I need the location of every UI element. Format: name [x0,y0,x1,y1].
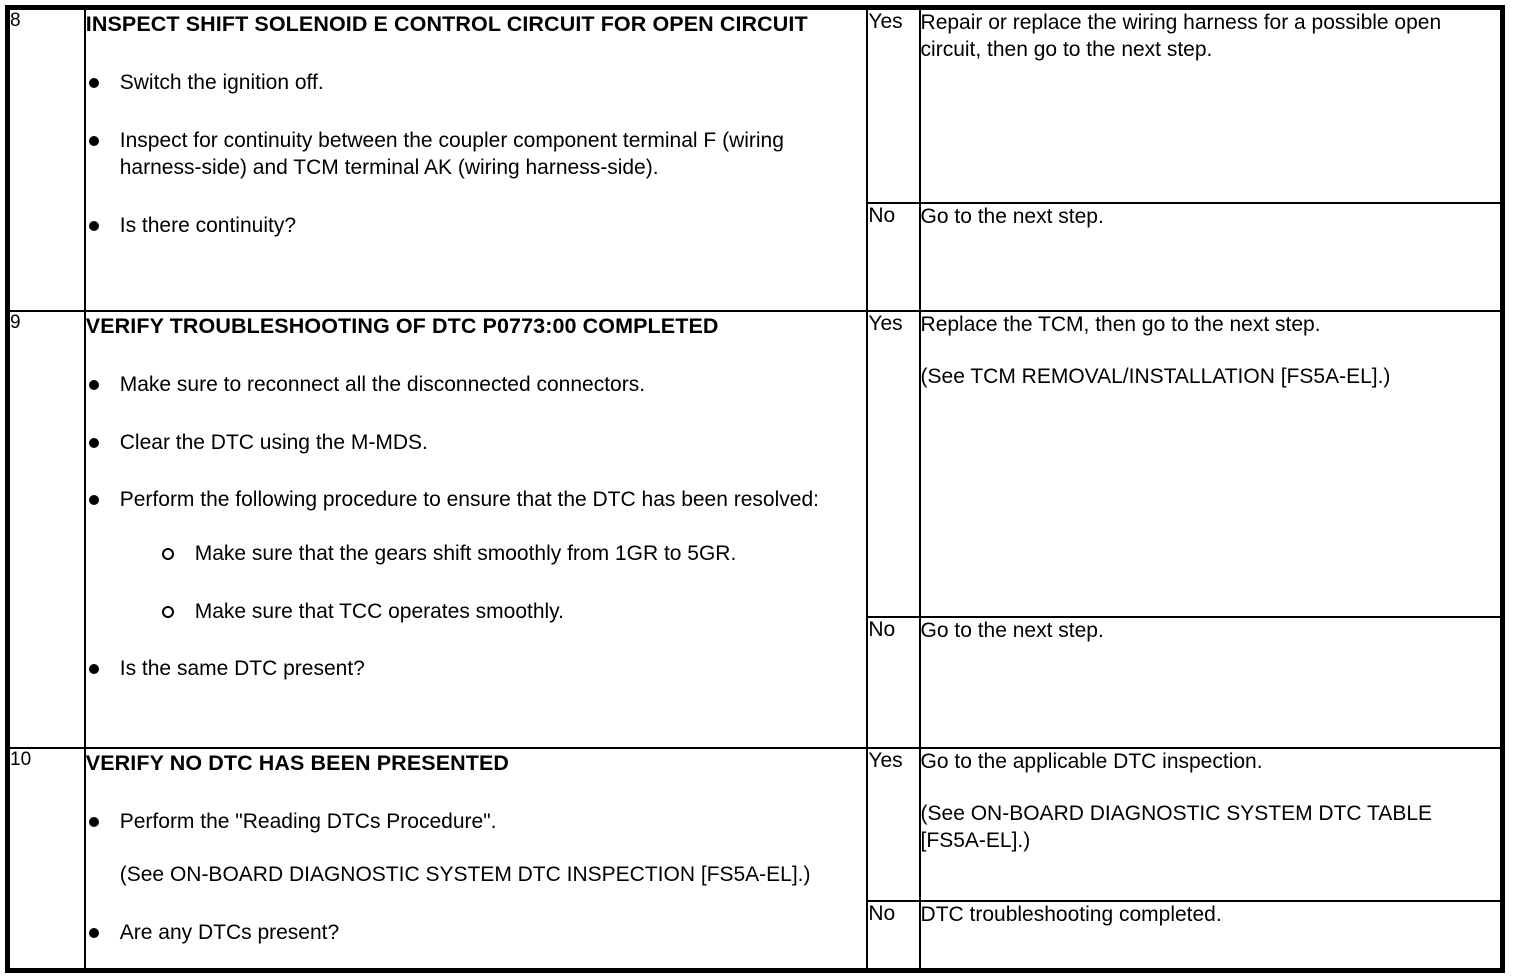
list-item-reference: (See ON-BOARD DIAGNOSTIC SYSTEM DTC INSP… [119,862,811,886]
step-title: VERIFY NO DTC HAS BEEN PRESENTED [85,751,510,776]
action-cell-no: Go to the next step. [918,202,1504,313]
step-title: INSPECT SHIFT SOLENOID E CONTROL CIRCUIT… [85,12,808,36]
action-reference: (See TCM REMOVAL/INSTALLATION [FS5A-EL].… [920,364,1391,388]
step-number-cell: 10 [6,747,86,972]
action-text: Go to the next step. [920,619,1104,643]
action-cell-no: Go to the next step. [918,616,1504,750]
action-cell-no: DTC troubleshooting completed. [918,899,1504,972]
list-item: Perform the following procedure to ensur… [86,486,867,625]
answer-no-text: No [868,901,896,925]
step-sub-bullet-list: Make sure that the gears shift smoothly … [120,540,867,625]
table-row: No DTC troubleshooting completed. [8,899,1504,972]
action-cell-yes: Replace the TCM, then go to the next ste… [918,310,1504,619]
list-item: Are any DTCs present? [86,919,867,947]
answer-no-text: No [868,204,896,228]
answer-yes-text: Yes [868,10,903,33]
table-row: 8 INSPECT SHIFT SOLENOID E CONTROL CIRCU… [6,6,1504,313]
answer-label-no: No [866,616,921,750]
list-item: Perform the "Reading DTCs Procedure". (S… [86,808,867,888]
answer-label-no: No [866,202,921,313]
table-row: 10 VERIFY NO DTC HAS BEEN PRESENTED Perf… [6,747,1504,972]
list-item: Inspect for continuity between the coupl… [86,127,867,182]
step-bullet-list: Switch the ignition off. Inspect for con… [86,69,867,240]
sub-list-item: Make sure that TCC operates smoothly. [160,598,867,626]
list-item: Is there continuity? [86,212,867,240]
step-body-cell: VERIFY NO DTC HAS BEEN PRESENTED Perform… [83,747,869,972]
step-body-cell: INSPECT SHIFT SOLENOID E CONTROL CIRCUIT… [83,6,869,313]
step-bullet-list: Perform the "Reading DTCs Procedure". (S… [86,808,867,946]
action-text: Go to the applicable DTC inspection. [920,750,1263,774]
sub-list-item: Make sure that the gears shift smoothly … [160,540,867,568]
list-item: Is the same DTC present? [86,655,867,683]
step-bullet-list: Make sure to reconnect all the disconnec… [86,371,867,683]
step-body-cell: VERIFY TROUBLESHOOTING OF DTC P0773:00 C… [83,310,869,750]
step-title: VERIFY TROUBLESHOOTING OF DTC P0773:00 C… [85,314,719,339]
answer-label-no: No [866,899,921,972]
action-text: Go to the next step. [920,205,1104,229]
action-text: Repair or replace the wiring harness for… [920,11,1442,61]
table-row: 9 VERIFY TROUBLESHOOTING OF DTC P0773:00… [6,310,1504,750]
answer-yes-text: Yes [868,749,903,773]
answer-label-yes: Yes [866,747,921,902]
list-item-text: Perform the "Reading DTCs Procedure". [119,810,497,834]
step-number-cell: 8 [6,6,86,313]
table-row: No Go to the next step. [8,202,1504,313]
answer-label-yes: Yes [866,6,921,205]
answer-label-yes: Yes [866,310,921,619]
table-row: No Go to the next step. [8,616,1504,750]
step-number: 8 [10,10,21,31]
step-number-cell: 9 [6,310,86,750]
step-number: 9 [10,312,21,334]
action-text: Replace the TCM, then go to the next ste… [920,313,1321,337]
action-text: DTC troubleshooting completed. [920,902,1222,926]
action-cell-yes: Go to the applicable DTC inspection. (Se… [918,747,1504,902]
list-item: Make sure to reconnect all the disconnec… [86,371,867,399]
list-item: Switch the ignition off. [86,69,867,97]
answer-yes-text: Yes [868,312,903,336]
step-number: 10 [10,749,32,771]
list-item-text: Perform the following procedure to ensur… [119,488,819,512]
action-cell-yes: Repair or replace the wiring harness for… [918,6,1504,205]
answer-no-text: No [868,618,896,642]
troubleshooting-table: 8 INSPECT SHIFT SOLENOID E CONTROL CIRCU… [5,5,1505,973]
list-item: Clear the DTC using the M-MDS. [86,429,867,457]
action-reference: (See ON-BOARD DIAGNOSTIC SYSTEM DTC TABL… [920,802,1433,853]
